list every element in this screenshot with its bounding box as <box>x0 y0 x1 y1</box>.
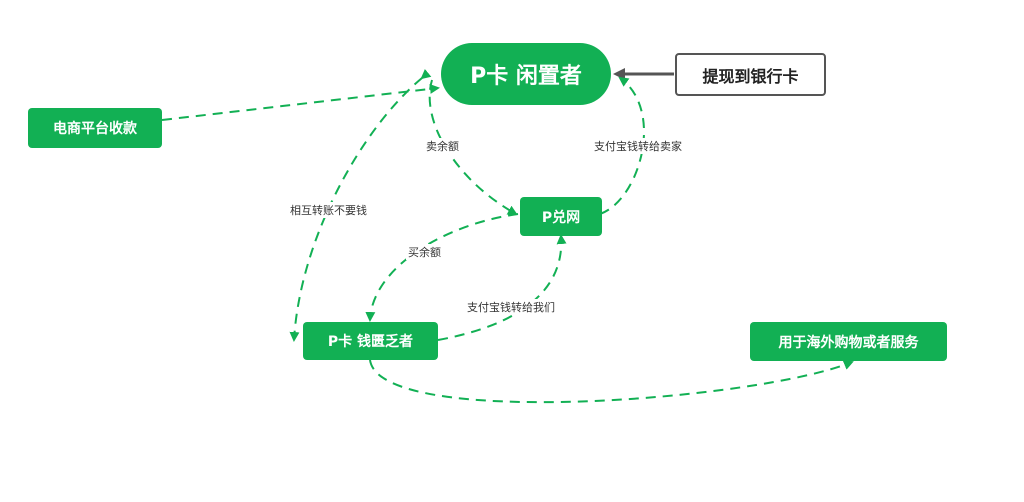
node-short-of-money: P卡 钱匮乏者 <box>303 322 438 360</box>
edge-label-buy-balance: 买余额 <box>406 244 443 260</box>
node-overseas-shopping: 用于海外购物或者服务 <box>750 322 947 361</box>
node-withdraw-to-bank: 提现到银行卡 <box>675 53 826 96</box>
node-p-exchange: P兑网 <box>520 197 602 236</box>
edge-label-alipay-to-us: 支付宝钱转给我们 <box>465 299 557 315</box>
node-idle-card-holder: P卡 闲置者 <box>441 43 611 105</box>
edge-shortage-to-overseas <box>369 359 854 404</box>
edge-label-mutual-transfer: 相互转账不要钱 <box>288 202 369 218</box>
edge-mutual-transfer <box>289 69 432 342</box>
node-ecommerce-payment: 电商平台收款 <box>28 108 162 148</box>
edge-label-sell-balance: 卖余额 <box>424 138 461 154</box>
edge-alipay-to-us <box>437 234 567 341</box>
edge-label-alipay-to-seller: 支付宝钱转给卖家 <box>592 138 684 154</box>
